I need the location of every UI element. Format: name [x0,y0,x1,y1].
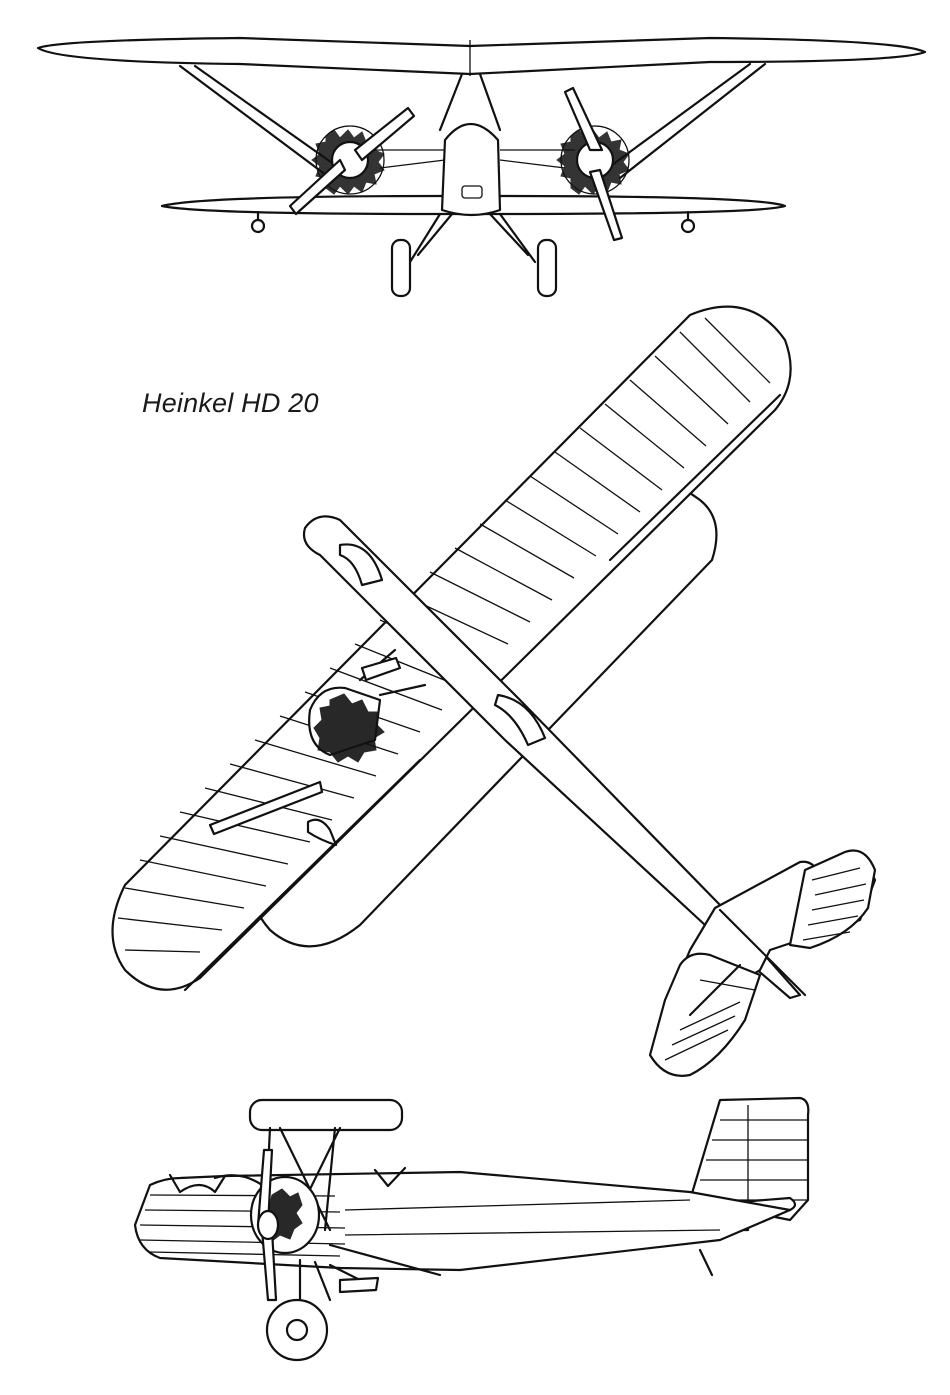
plan-engine-nacelle [308,648,427,763]
right-engine [556,86,630,242]
side-windscreen [213,1174,264,1187]
strut-left-outer [178,64,332,180]
right-tip-skid [680,218,696,234]
left-engine [288,106,416,216]
plan-strut-fairing [208,780,324,836]
cabane-left [438,72,464,132]
nose-panel-lines [139,1194,346,1257]
left-propeller-blade-lower [288,158,347,216]
main-gear-legs [408,212,537,264]
upper-wing [36,36,927,76]
plan-fin [718,908,807,997]
side-wheel-hub [285,1318,309,1342]
rudder-ribs [694,1105,808,1201]
plan-elevator-left [648,952,762,1077]
side-fuselage [133,1170,792,1272]
rear-cockpit [493,693,547,747]
aircraft-title: Heinkel HD 20 [142,388,319,418]
left-wheel [390,238,412,298]
propeller-spinner [256,1209,280,1241]
engine-mount-bracing [370,149,575,169]
tail-ribs [664,867,867,1061]
side-fin-rudder [688,1096,810,1222]
aileron-hinge-lines [183,393,782,992]
forward-cockpit [338,543,384,587]
right-propeller-blade-upper [563,86,604,152]
side-engine [249,1148,321,1302]
strut-right-outer [618,62,767,180]
upper-wing-ribs [117,317,771,953]
strut-right-inner [610,62,752,167]
plan-view [111,305,877,1077]
front-view [36,36,927,298]
plan-elevator-right [788,849,877,950]
right-wheel [536,238,558,298]
right-propeller-blade-lower [588,168,624,242]
side-radiator [338,1276,380,1294]
side-rear-cockpit [373,1166,407,1188]
tail-skid [698,1248,714,1277]
plan-tip-skid [306,818,338,847]
fuselage-front [440,123,502,217]
left-tip-skid [250,218,266,234]
strut-left-inner [193,64,337,167]
fuselage-longerons [344,1199,721,1236]
cabane-right [478,72,502,132]
side-view [133,1096,810,1362]
side-forward-cockpit [168,1173,227,1194]
radiator-opening [461,185,483,199]
side-upper-wing [248,1098,404,1132]
side-lower-wing [328,1243,442,1277]
left-propeller-blade-upper [353,106,416,162]
plan-fuselage [302,515,802,1000]
elevator-hinge [688,963,742,1017]
